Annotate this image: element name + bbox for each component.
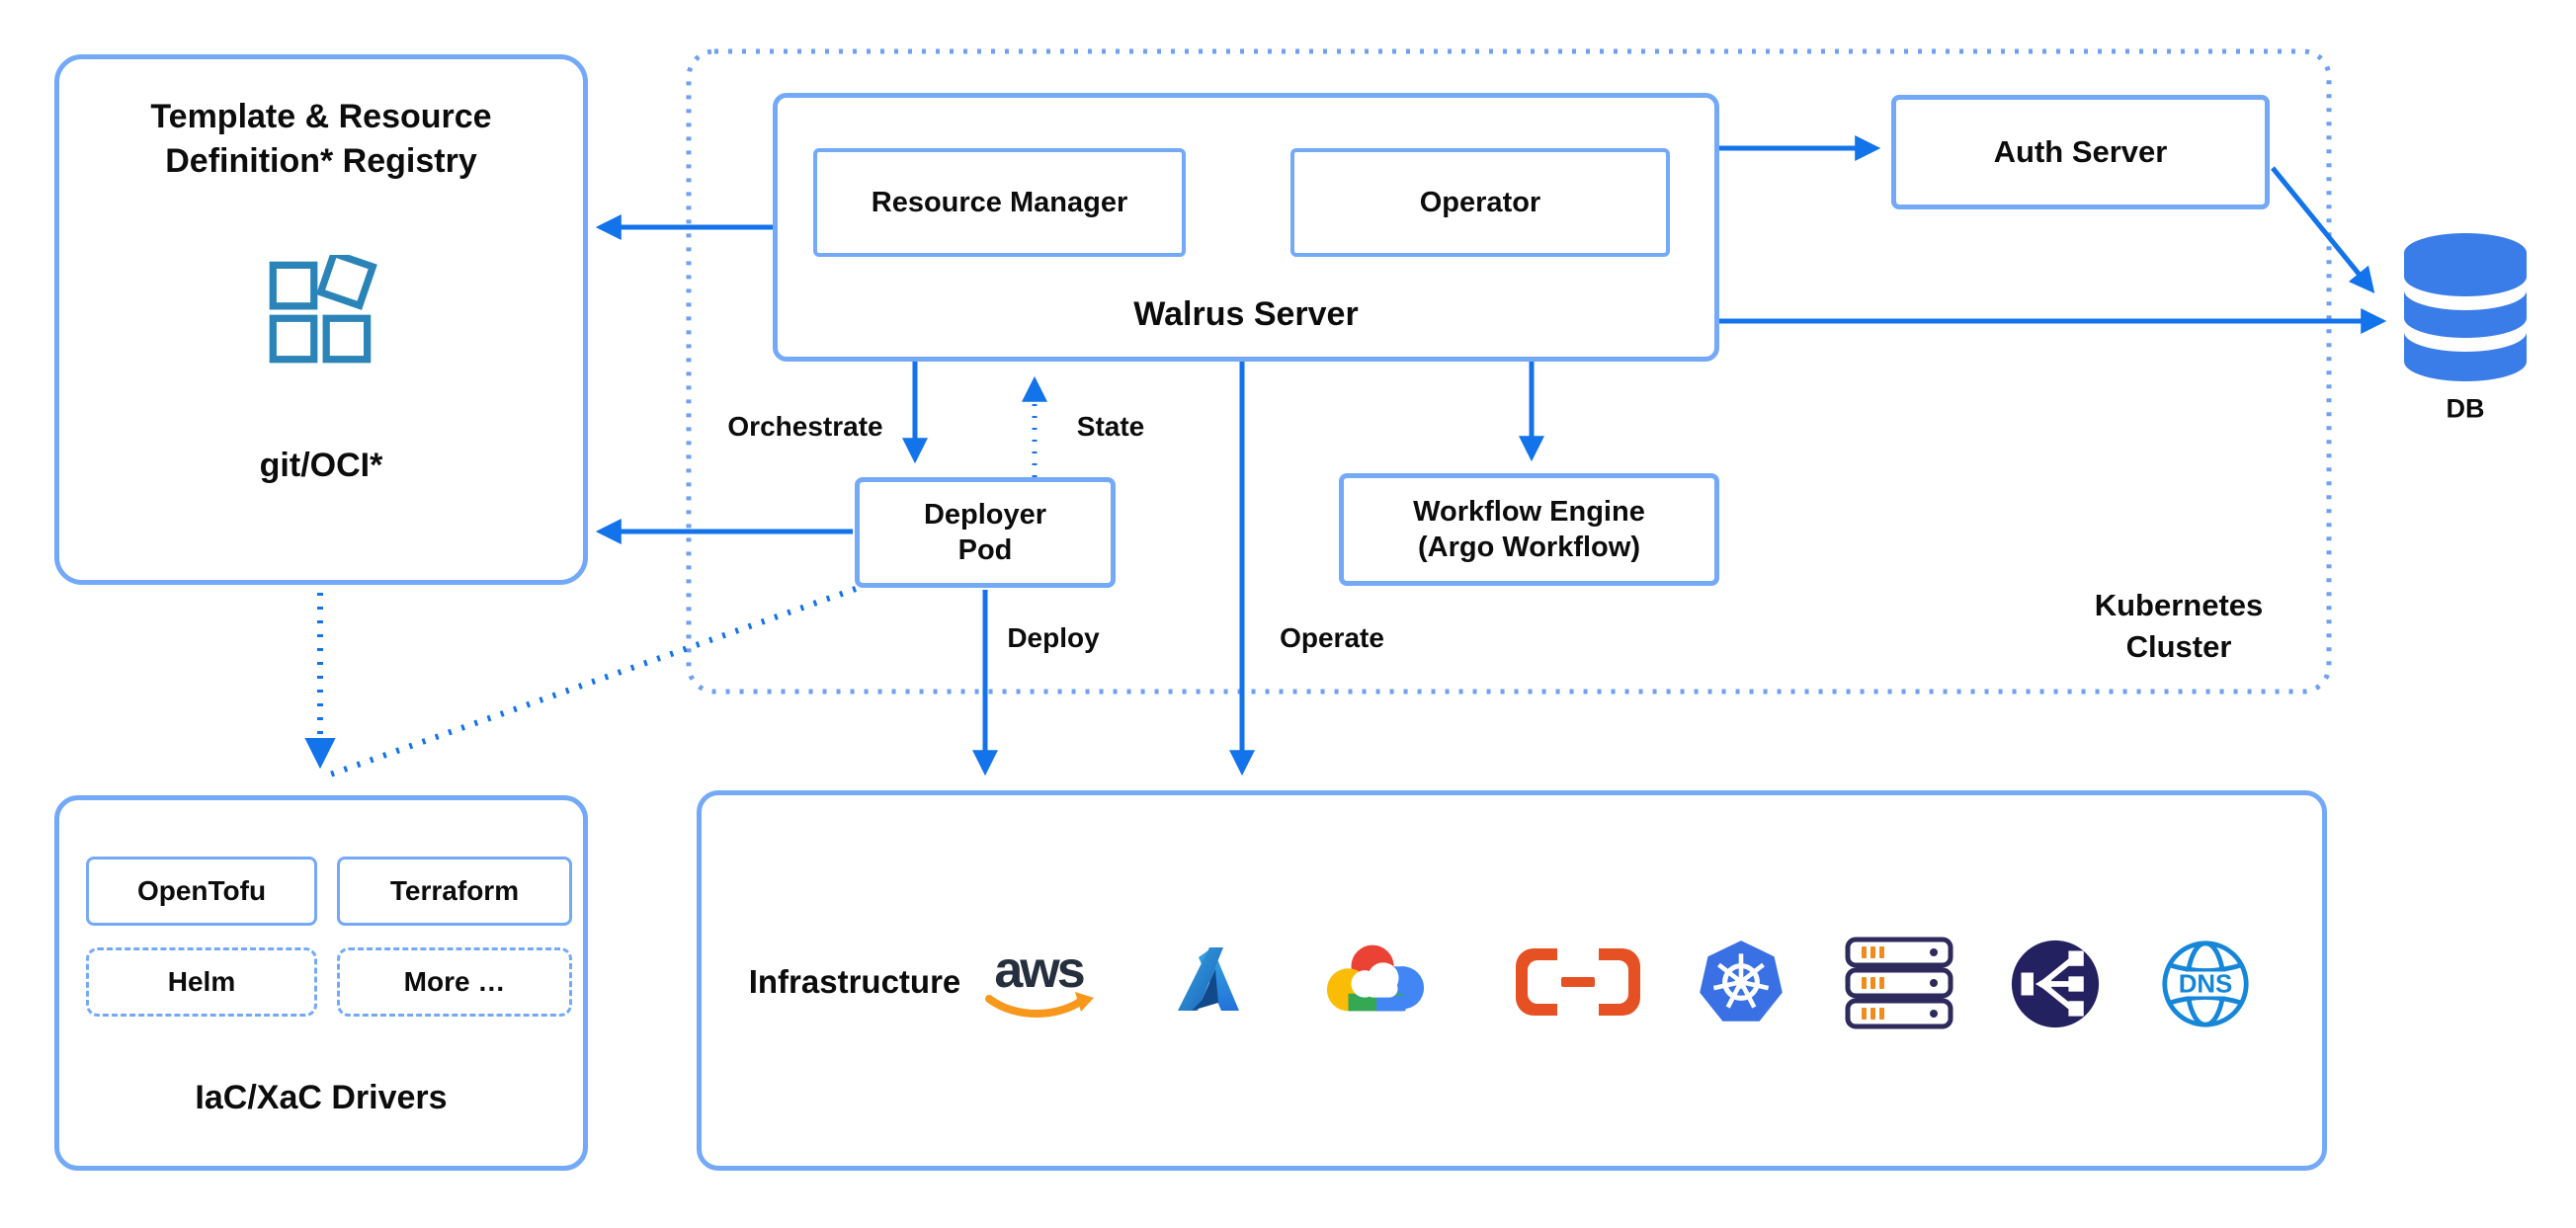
kubernetes-cluster-line2: Cluster: [2125, 628, 2232, 664]
registry-title: Template & Resource Definition* Registry: [59, 95, 583, 184]
operate-label: Operate: [1280, 622, 1384, 653]
azure-logo: [1178, 947, 1239, 1011]
deployer-pod-line1: Deployer: [923, 498, 1047, 531]
kubernetes-logo: [1700, 941, 1783, 1022]
driver-more: More …: [337, 947, 572, 1017]
deployer-pod-line2: Pod: [957, 534, 1013, 566]
svg-text:DNS: DNS: [2179, 971, 2233, 999]
auth-server-label: Auth Server: [1993, 133, 2168, 169]
alibaba-cloud-logo: [1516, 948, 1640, 1016]
operator-box: Operator: [1290, 148, 1670, 257]
template-blocks-icon: [269, 255, 377, 364]
iac-drivers-title: IaC/XaC Drivers: [195, 1079, 448, 1116]
aws-logo: aws: [985, 943, 1094, 1018]
resource-manager-label: Resource Manager: [871, 186, 1128, 218]
workflow-engine-box: Workflow Engine (Argo Workflow): [1339, 473, 1719, 586]
workflow-engine-line2: (Argo Workflow): [1418, 532, 1640, 563]
walrus-server-box: Resource Manager Operator Walrus Server: [773, 93, 1719, 362]
state-label: State: [1076, 411, 1145, 442]
orchestrate-label: Orchestrate: [727, 411, 883, 442]
registry-box: Template & Resource Definition* Registry…: [54, 54, 588, 585]
load-balancer-icon: [2011, 940, 2100, 1028]
auth-server-box: Auth Server: [1891, 95, 2270, 209]
walrus-server-label: Walrus Server: [1133, 295, 1359, 333]
database-icon: [2404, 233, 2527, 381]
deploy-label: Deploy: [1007, 622, 1100, 653]
driver-terraform-label: Terraform: [389, 875, 520, 906]
google-cloud-logo: [1326, 944, 1425, 1012]
registry-subtitle: git/OCI*: [259, 447, 383, 484]
resource-manager-box: Resource Manager: [813, 148, 1186, 257]
registry-title-line1: Template & Resource: [150, 98, 492, 135]
dns-icon: DNS: [2162, 941, 2249, 1027]
driver-opentofu: OpenTofu: [86, 857, 317, 926]
infrastructure-label: Infrastructure: [748, 963, 961, 1000]
operator-label: Operator: [1419, 186, 1541, 218]
line-deployer-to-iac-dotted: [329, 586, 857, 778]
svg-text:aws: aws: [994, 943, 1083, 999]
kubernetes-cluster-line1: Kubernetes: [2094, 588, 2264, 622]
bare-metal-servers-icon: [1845, 937, 1953, 1029]
driver-terraform: Terraform: [337, 857, 572, 926]
driver-more-label: More …: [403, 966, 506, 997]
workflow-engine-line1: Workflow Engine: [1413, 495, 1645, 528]
deployer-pod-box: Deployer Pod: [855, 477, 1116, 588]
driver-helm-label: Helm: [167, 966, 236, 997]
db-label: DB: [2446, 393, 2485, 424]
driver-opentofu-label: OpenTofu: [136, 875, 267, 906]
registry-title-line2: Definition* Registry: [165, 141, 477, 180]
driver-helm: Helm: [86, 947, 317, 1017]
arrow-auth-to-db: [2271, 166, 2375, 294]
kubernetes-cluster-label: Kubernetes Cluster: [2055, 585, 2302, 668]
iac-drivers-box: OpenTofu Terraform Helm More … IaC/XaC D…: [54, 795, 588, 1171]
